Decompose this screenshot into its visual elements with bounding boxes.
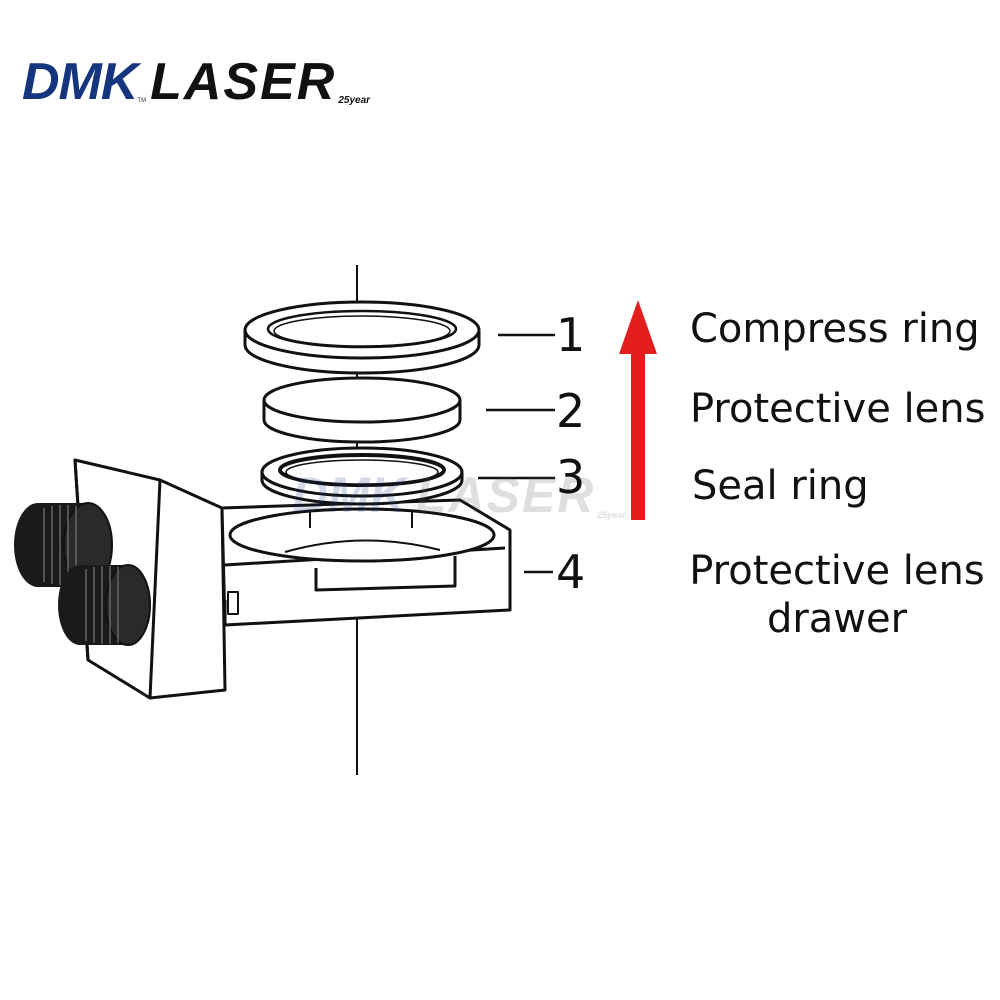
label-protective-lens-drawer: Protective lens drawer — [686, 547, 988, 643]
brand-logo: DMK TM LASER 25year — [22, 48, 370, 108]
protective-lens-part — [262, 376, 462, 444]
label-seal-ring: Seal ring — [692, 463, 869, 509]
callout-number-2: 2 — [556, 384, 586, 438]
callout-number-1: 1 — [556, 308, 586, 362]
seal-ring-part — [260, 446, 464, 506]
callout-number-3: 3 — [556, 450, 586, 504]
logo-trademark: TM — [137, 98, 147, 104]
red-up-arrow-icon — [619, 300, 657, 520]
label-compress-ring: Compress ring — [690, 306, 980, 352]
logo-years-text: 25year — [338, 95, 371, 106]
label-protective-lens: Protective lens — [690, 386, 986, 432]
compress-ring-part — [243, 300, 481, 375]
logo-word-text: LASER — [150, 53, 337, 111]
label-drawer-line-2: drawer — [766, 596, 908, 642]
logo-brand-text: DMK — [22, 53, 138, 111]
callout-number-4: 4 — [556, 545, 586, 599]
label-drawer-line-1: Protective lens — [689, 548, 985, 594]
adjustment-knob-lower — [58, 564, 151, 646]
